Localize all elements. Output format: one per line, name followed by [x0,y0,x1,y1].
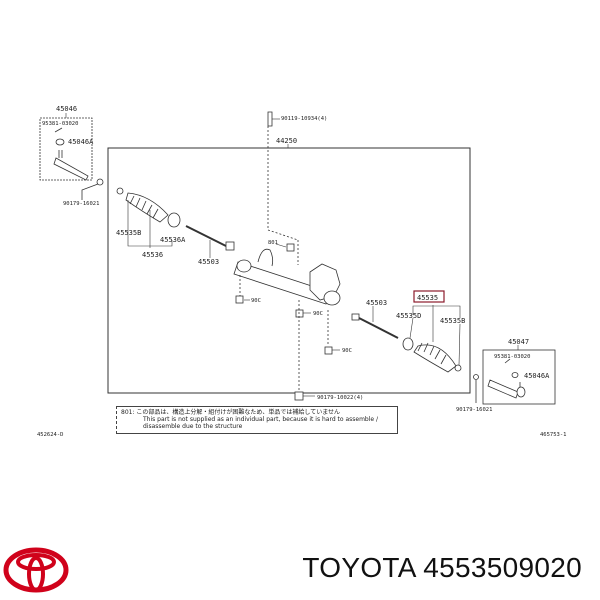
label-right-boot-clip: 45535B [440,317,465,325]
figure-code-left: 452624-D [37,432,64,438]
label-left-cotter-pin: 95381-03020 [42,121,78,127]
label-bottom-bolt: 90179-10022(4) [317,395,363,401]
note-ref: 801: [121,409,135,416]
left-tie-rod-end-drawing [53,127,104,200]
label-right-clamp: 45535D [396,312,421,320]
right-tie-rod-end-drawing [487,358,526,399]
supply-note: 801: この部品は、構造上分解・組付けが困難なため、単品では補給していません … [116,406,398,434]
label-top-bolt: 90119-10934(4) [281,116,327,122]
left-tie-rod-end-box [39,117,93,181]
rack-assembly-frame [107,147,471,394]
label-left-boot-clip: 45535B [116,229,141,237]
label-right-nut-bolt: 90179-16021 [456,407,492,413]
label-801: 801 [268,240,278,246]
note-english: This part is not supplied as an individu… [143,416,379,430]
label-90c-3: 90C [342,348,352,354]
label-left-clamp: 45536A [160,236,186,244]
label-right-cotter-pin: 95381-03020 [494,354,530,360]
note-japanese: この部品は、構造上分解・組付けが困難なため、単品では補給していません [136,409,341,416]
label-45535-highlighted[interactable]: 45535 [417,294,438,302]
part-number: 4553509020 [423,552,582,583]
label-left-tie-rod: 45503 [198,258,219,266]
brand-name: TOYOTA [302,552,416,583]
toyota-logo [3,547,69,593]
label-45047: 45047 [508,338,529,346]
right-boot-drawing [351,313,479,403]
part-caption: TOYOTA 4553509020 [302,552,582,584]
right-tie-rod-end-box [482,349,556,405]
left-boot-drawing [116,187,235,251]
label-left-nut-bolt: 90179-16021 [63,201,99,207]
label-45046: 45046 [56,105,77,113]
rack-housing-drawing [233,111,341,401]
leader-lines [65,113,519,397]
figure-code-right: 465753-1 [540,432,567,438]
label-right-nut: 45046A [524,372,550,380]
label-left-nut: 45046A [68,138,94,146]
label-44250: 44250 [276,137,297,145]
label-right-tie-rod: 45503 [366,299,387,307]
leader-dashed-lines [239,126,329,392]
label-45536: 45536 [142,251,163,259]
label-90c-1: 90C [251,298,261,304]
label-90c-2: 90C [313,311,323,317]
highlighted-part-box [413,290,445,303]
